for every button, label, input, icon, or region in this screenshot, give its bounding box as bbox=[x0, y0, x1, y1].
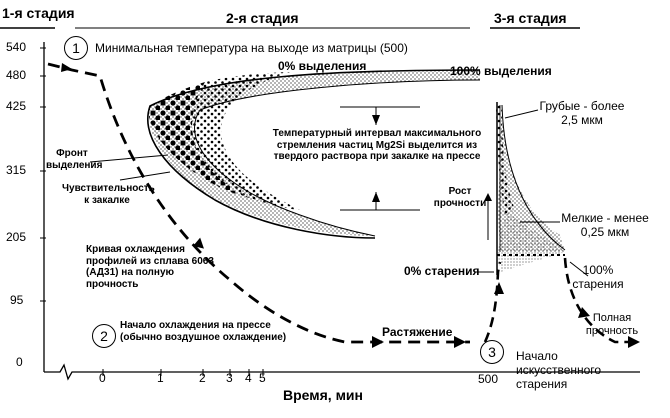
x-tick-5: 5 bbox=[259, 371, 266, 385]
bracket-arrow-up bbox=[372, 115, 380, 125]
aging-region-tiny bbox=[498, 210, 565, 272]
hundred-aging-label: 100% старения bbox=[572, 263, 624, 291]
cooling-curve bbox=[47, 62, 470, 344]
precipitation-region-coarse bbox=[148, 82, 250, 198]
curve-arrow-4 bbox=[454, 336, 466, 348]
curve-arrow-6 bbox=[578, 307, 590, 318]
stage-2-label: 2-я стадия bbox=[226, 10, 299, 26]
y-tick-425: 425 bbox=[6, 99, 27, 113]
x-tick-500: 500 bbox=[478, 372, 499, 386]
aging-rise-curve bbox=[483, 261, 502, 343]
y-tick-205: 205 bbox=[6, 230, 27, 244]
zero-aging-label: 0% старения bbox=[404, 264, 480, 278]
stage-3-label: 3-я стадия bbox=[494, 10, 567, 26]
precipitation-region-fine bbox=[149, 70, 481, 236]
hundred-precip-curve bbox=[194, 79, 481, 237]
stage-1-label: 1-я стадия bbox=[2, 5, 75, 21]
aging-outer-curve bbox=[501, 104, 566, 251]
x-axis bbox=[44, 363, 500, 381]
aging-start-label: Начало искусственного старения bbox=[516, 349, 602, 391]
x-tick-4: 4 bbox=[245, 371, 252, 385]
curve-label: Кривая охлаждения профилей из сплава 606… bbox=[86, 244, 214, 290]
temp-interval-label: Температурный интервал максимального стр… bbox=[272, 128, 482, 162]
y-tick-marks bbox=[40, 47, 46, 302]
curve-arrow-3 bbox=[372, 336, 384, 348]
growth-label: Рост прочности bbox=[433, 186, 487, 209]
min-temp-label: Минимальная температура на выходе из мат… bbox=[95, 41, 408, 55]
x-tick-marks bbox=[102, 369, 264, 376]
full-strength-label: Полная прочность bbox=[585, 312, 639, 337]
marker-2: 2 bbox=[92, 324, 116, 348]
full-strength-curve bbox=[563, 257, 640, 344]
x-tick-0: 0 bbox=[99, 371, 106, 385]
x-tick-1: 1 bbox=[157, 371, 164, 385]
x-tick-2: 2 bbox=[199, 371, 206, 385]
zero-precip-curve bbox=[147, 69, 481, 239]
x-tick-3: 3 bbox=[226, 371, 233, 385]
marker-1: 1 bbox=[64, 36, 88, 60]
cooling-start-label: Начало охлаждения на прессе (обычно возд… bbox=[120, 320, 287, 343]
hundred-precip-label: 100% выделения bbox=[450, 64, 552, 78]
x-axis-title: Время, мин bbox=[283, 387, 363, 403]
curve-arrow-7 bbox=[628, 336, 640, 348]
stretching-label: Растяжение bbox=[382, 325, 453, 339]
coarse-label: Грубые - более 2,5 мкм bbox=[539, 99, 625, 127]
sensitivity-label: Чувствительность к закалке bbox=[62, 183, 155, 206]
leader-lines bbox=[89, 109, 589, 277]
front-label: Фронт выделения bbox=[46, 148, 103, 171]
zero-precip-label: 0% выделения bbox=[278, 59, 367, 73]
fine-label: Мелкие - менее 0,25 мкм bbox=[561, 211, 649, 239]
precipitation-region-medium bbox=[192, 72, 300, 210]
curve-arrow-1 bbox=[61, 63, 72, 72]
y-tick-95: 95 bbox=[10, 293, 24, 307]
y-tick-0: 0 bbox=[16, 355, 23, 369]
y-tick-315: 315 bbox=[6, 163, 27, 177]
curve-arrow-2 bbox=[193, 237, 204, 249]
bracket-arrow-down bbox=[372, 192, 380, 202]
marker-3: 3 bbox=[480, 340, 504, 364]
curve-arrow-5 bbox=[494, 282, 504, 294]
y-tick-540: 540 bbox=[6, 40, 27, 54]
aging-region-fine bbox=[498, 105, 565, 252]
y-tick-480: 480 bbox=[6, 68, 27, 82]
